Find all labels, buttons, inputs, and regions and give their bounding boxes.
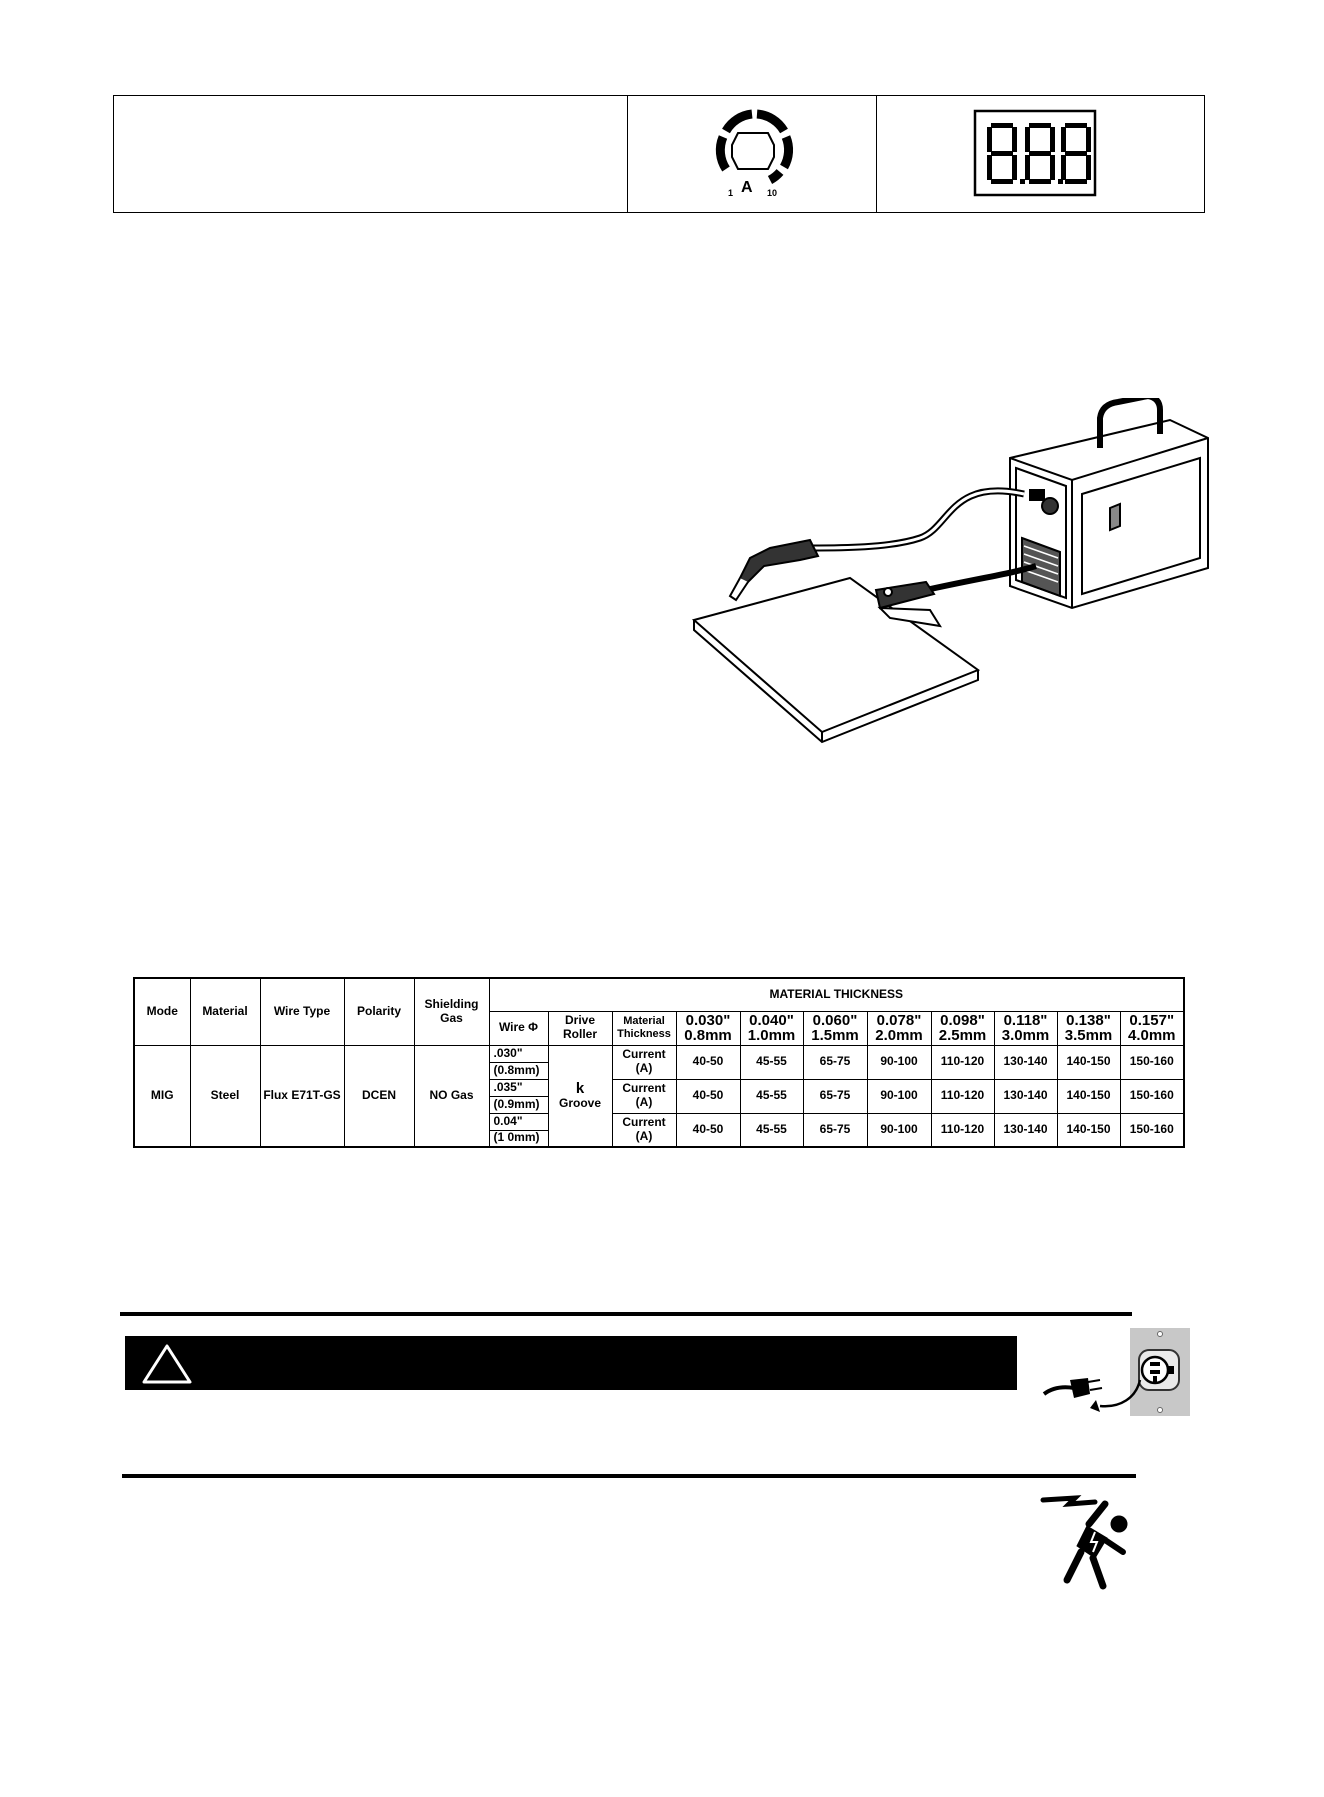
electric-shock-hazard-icon <box>1040 1495 1128 1590</box>
cell-wire-type: Flux E71T-GS <box>259 1044 345 1148</box>
thickness-in: 0.078" <box>876 1012 922 1029</box>
thickness-mm: 4.0mm <box>1127 1027 1176 1044</box>
current-value: 110-120 <box>930 1078 995 1114</box>
thickness-in: 0.118" <box>1003 1012 1048 1029</box>
thickness-header: 0.040"1.0mm <box>739 1010 804 1046</box>
current-value: 140-150 <box>1056 1112 1121 1148</box>
current-value: 45-55 <box>739 1078 804 1114</box>
thickness-header: 0.098"2.5mm <box>930 1010 995 1046</box>
current-value: 110-120 <box>930 1112 995 1148</box>
control-description-cell <box>114 96 628 212</box>
thickness-mm: 0.8mm <box>684 1027 732 1044</box>
unplug-from-outlet-icon <box>1042 1328 1190 1416</box>
current-value: 150-160 <box>1119 1112 1185 1148</box>
current-value: 130-140 <box>993 1112 1058 1148</box>
current-value: 65-75 <box>802 1044 868 1080</box>
current-value: 150-160 <box>1119 1078 1185 1114</box>
cell-polarity: DCEN <box>343 1044 415 1148</box>
seven-segment-display-icon <box>973 109 1097 197</box>
header-material-thickness-sub: Material Thickness <box>611 1010 677 1046</box>
current-value: 90-100 <box>866 1112 932 1148</box>
current-value: 140-150 <box>1056 1078 1121 1114</box>
current-value: 140-150 <box>1056 1044 1121 1080</box>
header-polarity: Polarity <box>343 977 415 1046</box>
amperage-knob-icon <box>715 109 794 184</box>
section-divider-bottom <box>122 1474 1136 1478</box>
drive-roller-groove: Groove <box>558 1096 601 1111</box>
current-value: 90-100 <box>866 1044 932 1080</box>
current-value: 90-100 <box>866 1078 932 1114</box>
thickness-mm: 1.0mm <box>747 1027 796 1044</box>
thickness-in: 0.040" <box>749 1012 794 1029</box>
thickness-in: 0.060" <box>812 1012 858 1029</box>
wire-diameter-mm: (1 0mm) <box>488 1129 549 1148</box>
current-value: 65-75 <box>802 1112 868 1148</box>
wire-diameter-in: 0.04" <box>488 1112 549 1131</box>
current-value: 40-50 <box>675 1044 741 1080</box>
wire-diameter-in: .030" <box>488 1044 549 1063</box>
header-wire-type: Wire Type <box>259 977 345 1046</box>
thickness-header: 0.118"3.0mm <box>993 1010 1058 1046</box>
thickness-in: 0.030" <box>685 1012 731 1029</box>
welding-settings-table: Mode Material Wire Type Polarity Shieldi… <box>133 977 1185 1148</box>
current-value: 130-140 <box>993 1044 1058 1080</box>
cell-shielding-gas: NO Gas <box>413 1044 490 1148</box>
knob-unit-label: A <box>741 179 753 196</box>
thickness-in: 0.138" <box>1066 1012 1111 1029</box>
current-value: 130-140 <box>993 1078 1058 1114</box>
knob-max-label: 10 <box>767 188 778 198</box>
header-material-thickness: MATERIAL THICKNESS <box>488 977 1185 1012</box>
knob-min-label: 1 <box>728 188 734 198</box>
current-value: 40-50 <box>675 1078 741 1114</box>
mig-welder-with-torch-and-ground-clamp-icon <box>691 398 1209 744</box>
header-shielding-gas: Shielding Gas <box>413 977 490 1046</box>
current-value: 40-50 <box>675 1112 741 1148</box>
current-value: 65-75 <box>802 1078 868 1114</box>
thickness-header: 0.078"2.0mm <box>866 1010 932 1046</box>
thickness-mm: 3.0mm <box>1001 1027 1050 1044</box>
drive-roller-k: k <box>575 1080 585 1098</box>
thickness-header: 0.030"0.8mm <box>675 1010 741 1046</box>
current-label: Current (A) <box>611 1112 677 1148</box>
wire-diameter-mm: (0.9mm) <box>488 1095 549 1114</box>
control-panel-table: 1 A 10 <box>113 95 1205 213</box>
current-label: Current (A) <box>611 1044 677 1080</box>
thickness-header: 0.157"4.0mm <box>1119 1010 1185 1046</box>
warning-triangle-icon <box>142 1344 192 1384</box>
current-value: 45-55 <box>739 1112 804 1148</box>
header-drive-roller: Drive Roller <box>547 1010 613 1046</box>
warning-bar <box>125 1336 1017 1390</box>
knob-cell: 1 A 10 <box>628 96 877 212</box>
cell-material: Steel <box>189 1044 261 1148</box>
display-cell <box>877 96 1204 212</box>
thickness-mm: 3.5mm <box>1064 1027 1113 1044</box>
wire-diameter-in: .035" <box>488 1078 549 1097</box>
header-material: Material <box>189 977 261 1046</box>
wire-diameter-mm: (0.8mm) <box>488 1061 549 1080</box>
current-label: Current (A) <box>611 1078 677 1114</box>
thickness-mm: 2.5mm <box>938 1027 987 1044</box>
thickness-header: 0.138"3.5mm <box>1056 1010 1121 1046</box>
thickness-mm: 1.5mm <box>811 1027 859 1044</box>
thickness-mm: 2.0mm <box>875 1027 923 1044</box>
current-value: 150-160 <box>1119 1044 1185 1080</box>
current-value: 45-55 <box>739 1044 804 1080</box>
current-value: 110-120 <box>930 1044 995 1080</box>
thickness-header: 0.060"1.5mm <box>802 1010 868 1046</box>
thickness-in: 0.157" <box>1129 1012 1175 1029</box>
section-divider-top <box>120 1312 1132 1316</box>
cell-mode: MIG <box>133 1044 191 1148</box>
header-wire-diameter: Wire Φ <box>488 1010 549 1046</box>
thickness-in: 0.098" <box>940 1012 985 1029</box>
header-mode: Mode <box>133 977 191 1046</box>
